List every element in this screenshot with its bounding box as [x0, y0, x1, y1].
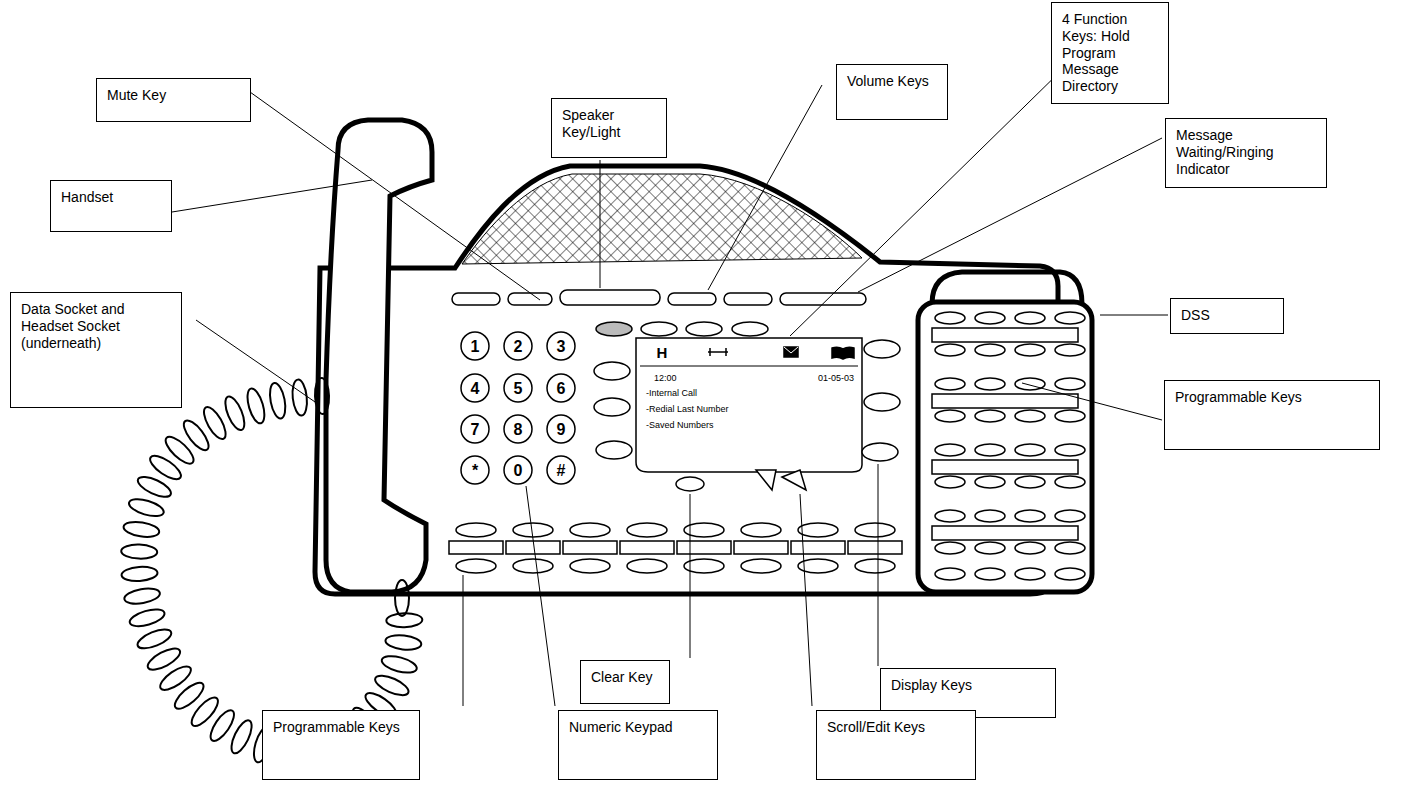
handset	[326, 120, 432, 592]
function-keys-callout: 4 Function Keys: Hold Program Message Di…	[1051, 2, 1169, 104]
callout-text: Programmable Keys	[273, 719, 409, 736]
key-digit: *	[472, 462, 478, 480]
key-digit: 5	[514, 380, 523, 398]
message-indicator-callout: Message Waiting/Ringing Indicator	[1165, 118, 1327, 188]
leader-lines	[172, 60, 1168, 706]
top-keys	[452, 290, 866, 305]
programmable-keys	[449, 523, 902, 573]
speaker-grille	[462, 174, 862, 264]
scroll-keys-callout: Scroll/Edit Keys	[816, 710, 976, 780]
display-text: 12:00	[654, 373, 677, 383]
clear-key-callout: Clear Key	[580, 660, 670, 704]
numeric-keypad	[461, 332, 575, 484]
key-digit: 1	[471, 338, 480, 356]
display-text: -Internal Call	[646, 388, 697, 398]
callout-text: Volume Keys	[847, 73, 937, 90]
dss-unit	[918, 302, 1092, 592]
display-text: 01-05-03	[818, 373, 854, 383]
handset-callout: Handset	[50, 180, 172, 232]
mute-key-callout: Mute Key	[96, 78, 251, 122]
key-digit: 9	[557, 421, 566, 439]
key-digit: #	[557, 462, 566, 480]
key-digit: 7	[471, 421, 480, 439]
callout-text: Display Keys	[891, 677, 1045, 694]
dss-callout: DSS	[1170, 298, 1284, 334]
key-digit: 4	[471, 380, 480, 398]
key-digit: 0	[514, 462, 523, 480]
socket-callout: Data Socket and Headset Socket (undernea…	[10, 292, 182, 408]
callout-text: 4 Function Keys: Hold Program Message Di…	[1062, 11, 1158, 95]
display-keys	[594, 340, 900, 491]
volume-keys-callout: Volume Keys	[836, 64, 948, 120]
callout-text: Message Waiting/Ringing Indicator	[1176, 127, 1316, 177]
speaker-key-callout: Speaker Key/Light	[551, 98, 667, 158]
programmable-keys-callout: Programmable Keys	[262, 710, 420, 780]
numeric-keypad-callout: Numeric Keypad	[558, 710, 718, 780]
display-screen	[636, 338, 862, 472]
display-text: -Saved Numbers	[646, 420, 714, 430]
callout-text: Data Socket and Headset Socket (undernea…	[21, 301, 171, 351]
programmable-keys-callout: Programmable Keys	[1164, 380, 1380, 450]
key-digit: 3	[557, 338, 566, 356]
key-digit: 8	[514, 421, 523, 439]
function-keys	[596, 322, 768, 336]
callout-text: Handset	[61, 189, 161, 206]
display-icon-text: H	[657, 344, 668, 361]
callout-text: Numeric Keypad	[569, 719, 707, 736]
callout-text: DSS	[1181, 307, 1273, 324]
dss-unit	[932, 272, 1082, 304]
callout-text: Clear Key	[591, 669, 659, 686]
callout-text: Mute Key	[107, 87, 240, 104]
key-digit: 6	[557, 380, 566, 398]
callout-text: Programmable Keys	[1175, 389, 1369, 406]
callout-text: Scroll/Edit Keys	[827, 719, 965, 736]
display-icons	[708, 347, 854, 359]
key-digit: 2	[514, 338, 523, 356]
callout-text: Speaker Key/Light	[562, 107, 656, 141]
display-text: -Redial Last Number	[646, 404, 729, 414]
dss-keys	[932, 312, 1085, 580]
